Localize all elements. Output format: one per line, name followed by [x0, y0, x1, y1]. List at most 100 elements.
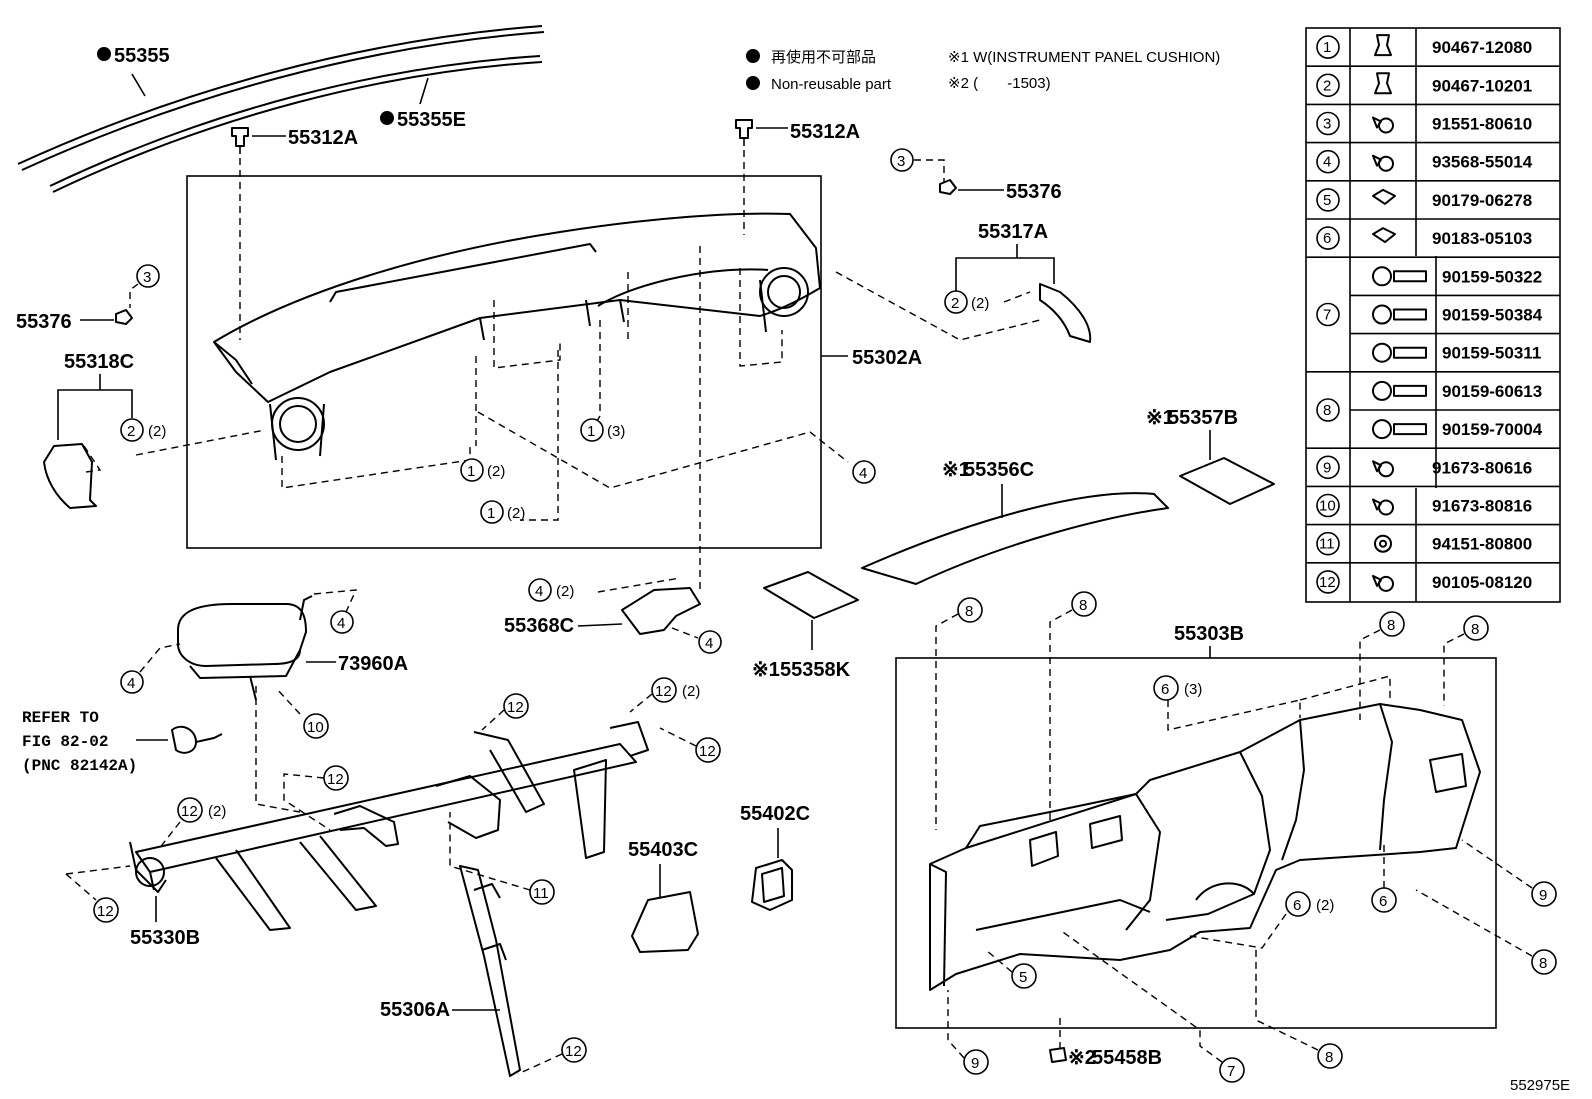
- lower-panel-frame: [895, 657, 1497, 1029]
- svg-text:1: 1: [487, 505, 495, 522]
- side-cover-55318c: [43, 443, 97, 509]
- screw-icon: [1372, 460, 1394, 478]
- svg-text:9: 9: [971, 1055, 979, 1072]
- fastener-part-number: 90159-60613: [1442, 382, 1542, 401]
- callout-2-2-right: 2 (2): [944, 290, 1031, 314]
- clip-55458b: [1049, 1047, 1067, 1063]
- clip-55312a-right: [735, 119, 788, 146]
- fastener-part-number: 90159-50384: [1442, 306, 1543, 325]
- svg-text:(3): (3): [1184, 681, 1202, 698]
- svg-text:6: 6: [1161, 681, 1169, 698]
- label-55312a-left: 55312A: [288, 127, 358, 149]
- clip-55312a-left: [231, 127, 286, 154]
- label-55458b: 55458B: [1092, 1047, 1162, 1069]
- fastener-part-number: 90159-70004: [1442, 420, 1543, 439]
- fastener-row-8: 8 90159-60613 90159-70004: [1316, 380, 1560, 440]
- instrument-panel-55302a: [213, 212, 821, 461]
- callout-12-2-beam-right: 12 (2): [629, 677, 700, 713]
- legend-note-1: ※1 W(INSTRUMENT PANEL CUSHION): [948, 49, 1220, 66]
- airbag-73960a: [177, 595, 313, 701]
- svg-text:8: 8: [1325, 1049, 1333, 1066]
- callout-8-e: 8: [1415, 889, 1557, 975]
- callout-11: 11: [449, 812, 555, 905]
- callout-8-c: 8: [1359, 611, 1405, 720]
- fastener-index: [1316, 226, 1340, 250]
- fastener-index: [1316, 570, 1340, 594]
- svg-text:4: 4: [705, 635, 713, 652]
- fastener-index-label: 8: [1323, 402, 1331, 419]
- fastener-part-number: 91551-80610: [1432, 115, 1532, 134]
- label-55403c: 55403C: [628, 839, 698, 861]
- svg-text:3: 3: [897, 153, 905, 170]
- nonreusable-dot-icon: [380, 111, 394, 125]
- callout-4-airbag-right: 4: [313, 589, 358, 634]
- side-cover-55317a: [1039, 283, 1092, 343]
- svg-text:(3): (3): [607, 423, 625, 440]
- svg-text:12: 12: [565, 1043, 582, 1060]
- svg-text:4: 4: [535, 583, 543, 600]
- clip-icon: [1374, 34, 1392, 57]
- fastener-part-number: 91673-80616: [1432, 458, 1532, 477]
- legend-nonreusable-en: Non-reusable part: [771, 76, 892, 93]
- callout-6-3: 6 (3): [1153, 675, 1391, 731]
- screw-icon: [1372, 498, 1394, 516]
- callout-9-right: 9: [1461, 839, 1557, 907]
- figure-code: 552975E: [1510, 1077, 1570, 1094]
- fastener-index-label: 12: [1319, 574, 1336, 591]
- callout-4-2-bracket: 4 (2): [528, 577, 681, 602]
- svg-text:(2): (2): [682, 683, 700, 700]
- fastener-part-number: 90105-08120: [1432, 573, 1532, 592]
- callout-12-2-beam-left: 12 (2): [157, 797, 226, 851]
- callout-4-bracket: 4: [671, 627, 722, 654]
- fastener-part-number: 90467-10201: [1432, 76, 1532, 95]
- svg-text:4: 4: [127, 675, 135, 692]
- fastener-row-10: 10 91673-80816: [1316, 493, 1532, 518]
- fastener-index: [1316, 455, 1340, 480]
- label-55376-right: 55376: [1006, 181, 1062, 203]
- svg-text:12: 12: [181, 803, 198, 820]
- fastener-index-label: 5: [1323, 192, 1331, 209]
- callout-4-airbag-left: 4: [120, 643, 181, 694]
- bracket-55376-right: [939, 179, 1004, 195]
- svg-text:(2): (2): [148, 423, 166, 440]
- bolt-icon: [1372, 380, 1427, 401]
- fastener-index-label: 10: [1319, 498, 1336, 515]
- label-55302a: 55302A: [852, 347, 922, 369]
- svg-text:3: 3: [143, 269, 151, 286]
- svg-text:1: 1: [587, 423, 595, 440]
- svg-text:(2): (2): [556, 583, 574, 600]
- nonreusable-dot-icon: [746, 49, 760, 63]
- fastener-part-number: 91673-80816: [1432, 497, 1532, 516]
- svg-text:12: 12: [327, 771, 344, 788]
- svg-text:5: 5: [1019, 969, 1027, 986]
- callout-3-right: 3: [890, 148, 945, 182]
- bolt-icon: [1372, 419, 1427, 440]
- fastener-part-number: 93568-55014: [1432, 153, 1533, 172]
- nut-clip-icon: [1372, 227, 1396, 244]
- screw-icon: [1372, 574, 1394, 592]
- label-55303b: 55303B: [1174, 623, 1244, 645]
- svg-text:4: 4: [859, 465, 867, 482]
- callout-7: 7: [1059, 929, 1245, 1083]
- label-55330b: 55330B: [130, 927, 200, 949]
- fastener-index: [1316, 531, 1340, 556]
- svg-text:2: 2: [951, 295, 959, 312]
- cover-55402c: [751, 859, 793, 911]
- nonreusable-dot-icon: [97, 47, 111, 61]
- label-55355: 55355: [114, 45, 170, 67]
- svg-text:(2): (2): [507, 505, 525, 522]
- svg-text:8: 8: [1471, 621, 1479, 638]
- svg-text:6: 6: [1379, 893, 1387, 910]
- svg-text:11: 11: [533, 885, 549, 902]
- callout-5: 5: [985, 949, 1037, 989]
- svg-text:12: 12: [507, 699, 524, 716]
- label-73960a: 73960A: [338, 653, 408, 675]
- label-55317a: 55317A: [978, 221, 1048, 243]
- label-55355e: 55355E: [397, 109, 466, 131]
- label-55356c: 55356C: [964, 459, 1034, 481]
